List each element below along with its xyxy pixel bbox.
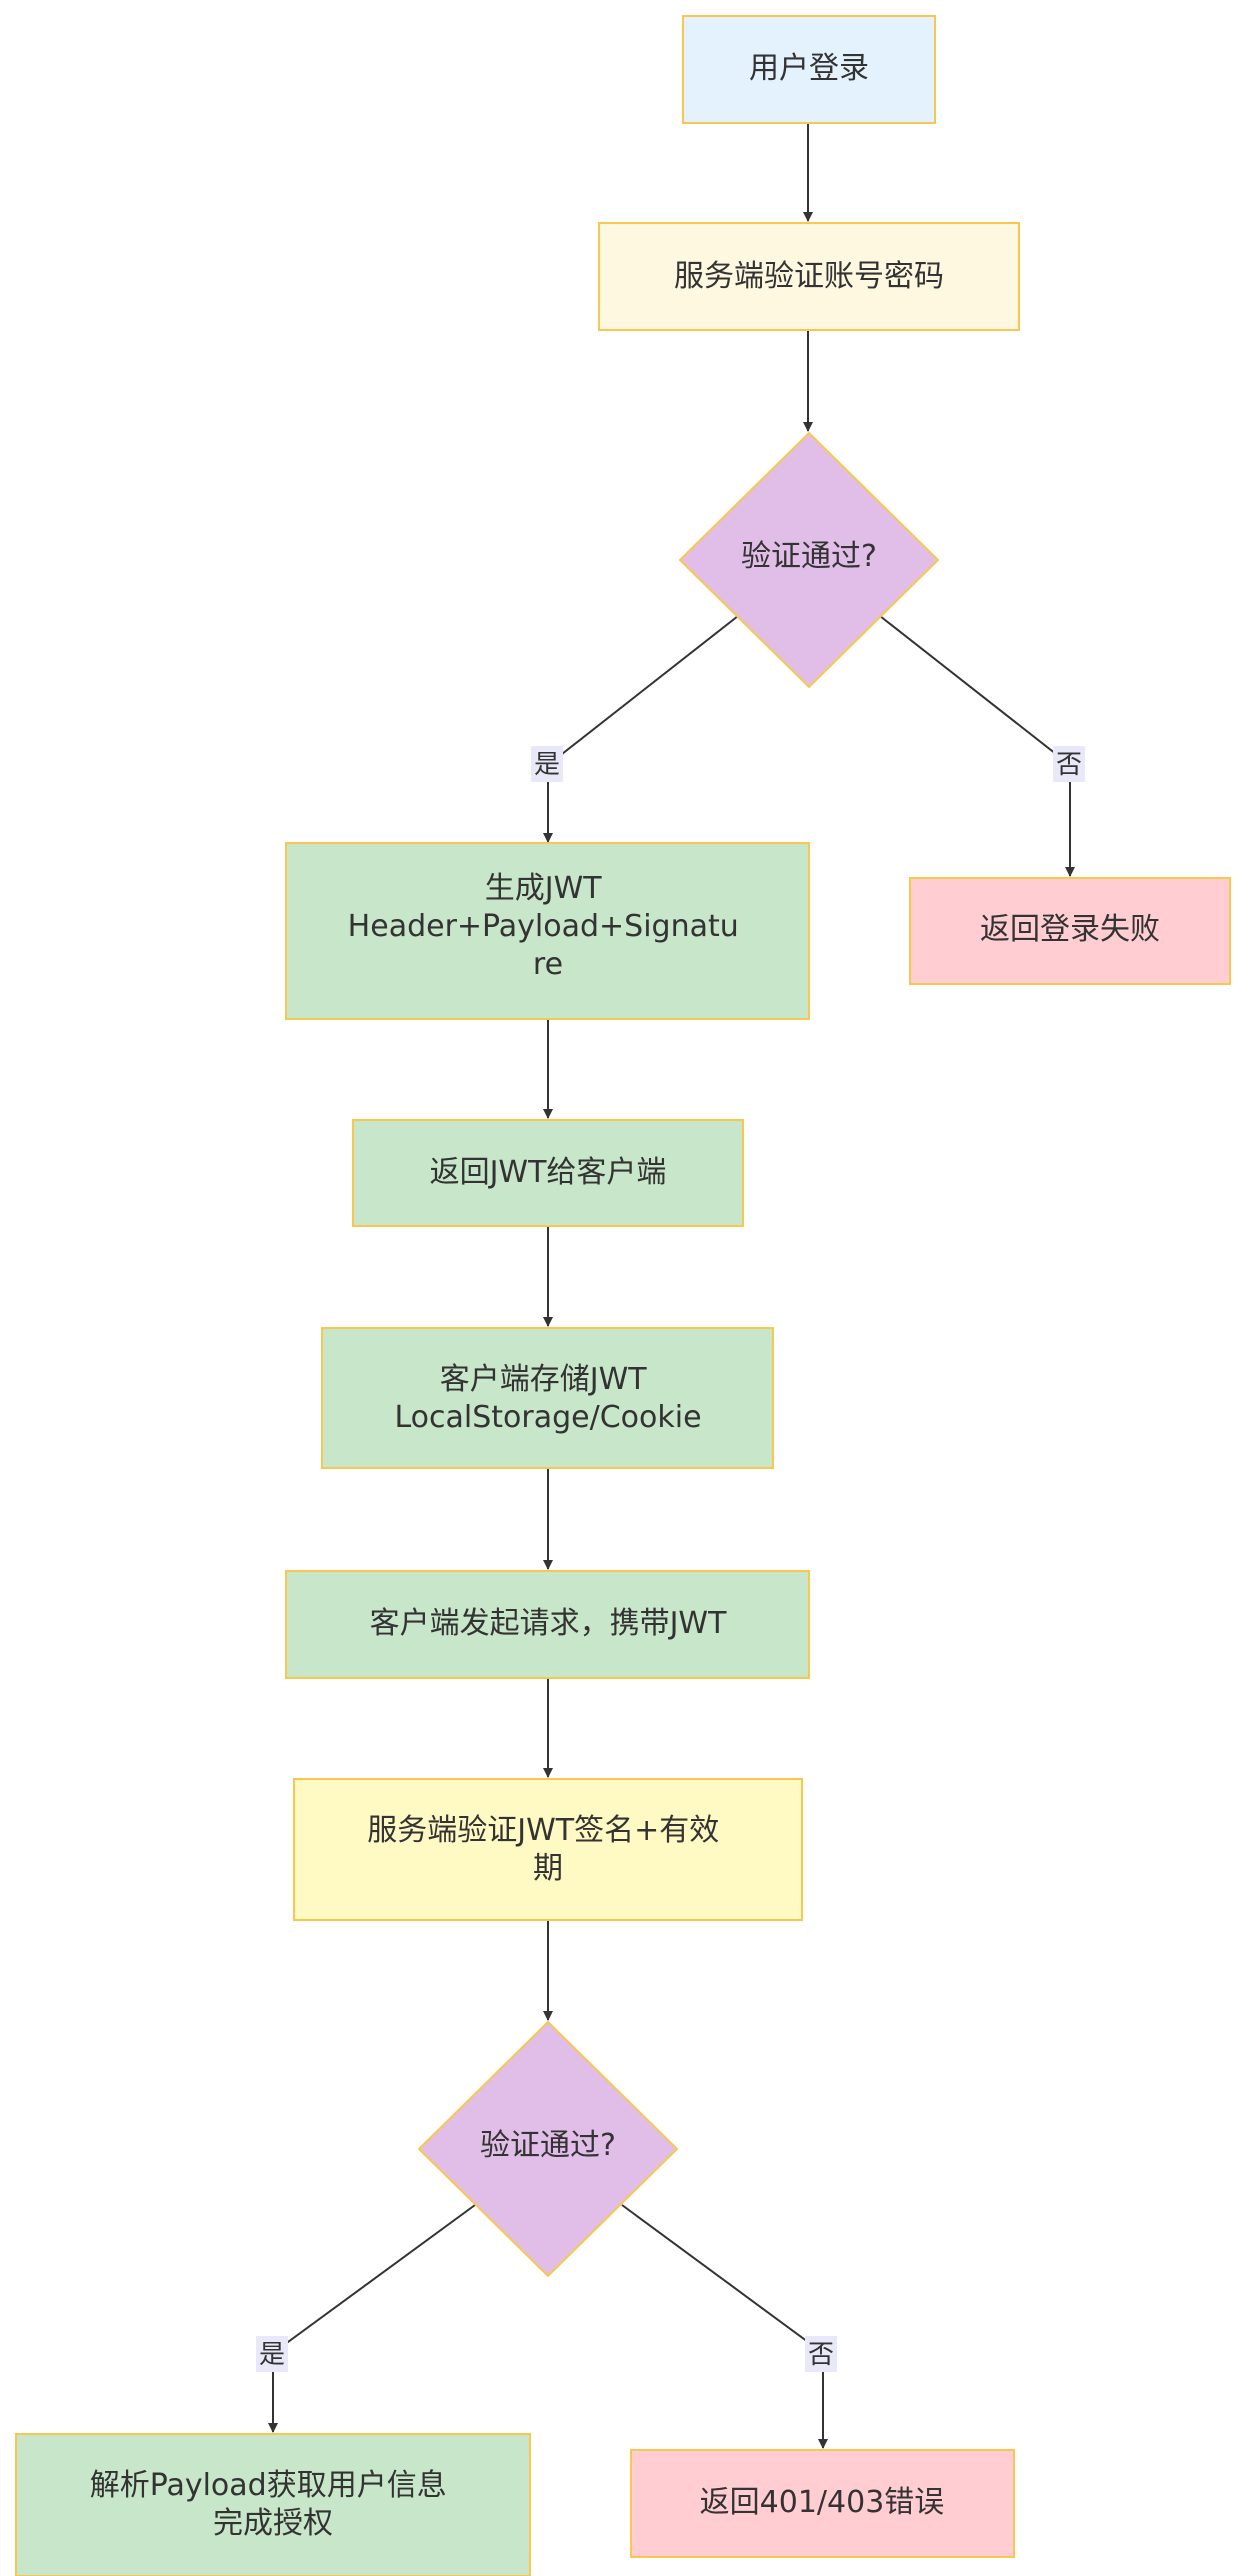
- node-user-login[interactable]: 用户登录: [682, 15, 936, 124]
- edge-labels: 是 否 是 否: [256, 746, 1085, 2372]
- node-client-store-jwt[interactable]: 客户端存储JWT LocalStorage/Cookie: [321, 1327, 774, 1469]
- node-client-send-request[interactable]: 客户端发起请求，携带JWT: [285, 1570, 810, 1679]
- node-login-failed-label: 返回登录失败: [980, 912, 1160, 947]
- node-return-error-label: 返回401/403错误: [700, 2485, 945, 2520]
- edge-label-yes-2: 是: [256, 2336, 288, 2372]
- node-return-error[interactable]: 返回401/403错误: [630, 2449, 1015, 2558]
- edges: [268, 123, 1075, 2449]
- node-user-login-label: 用户登录: [749, 51, 869, 86]
- edge-decision1-no: [879, 615, 1075, 877]
- node-parse-payload-label: 解析Payload获取用户信息 完成授权: [90, 2468, 457, 2541]
- nodes: 用户登录 服务端验证账号密码 验证通过? 生成JWT Header+Payloa…: [15, 15, 1231, 2576]
- node-decision-1[interactable]: 验证通过?: [678, 431, 940, 689]
- svg-text:是: 是: [259, 2340, 285, 2370]
- node-parse-payload[interactable]: 解析Payload获取用户信息 完成授权: [15, 2433, 531, 2576]
- node-server-verify-credentials-label: 服务端验证账号密码: [674, 259, 944, 294]
- edge-decision2-no: [621, 2204, 828, 2449]
- node-server-verify-jwt[interactable]: 服务端验证JWT签名+有效 期: [293, 1778, 803, 1921]
- node-server-verify-jwt-label: 服务端验证JWT签名+有效 期: [367, 1813, 729, 1886]
- edge-label-yes-1: 是: [531, 746, 563, 782]
- edge-label-no-2: 否: [805, 2336, 837, 2372]
- edge-decision1-yes: [543, 615, 739, 843]
- node-return-jwt[interactable]: 返回JWT给客户端: [352, 1119, 744, 1227]
- node-client-send-request-label: 客户端发起请求，携带JWT: [370, 1606, 728, 1641]
- node-login-failed[interactable]: 返回登录失败: [909, 877, 1231, 985]
- node-generate-jwt-label: 生成JWT Header+Payload+Signatu re: [348, 871, 749, 982]
- svg-text:是: 是: [534, 750, 560, 780]
- node-return-jwt-label: 返回JWT给客户端: [430, 1155, 667, 1190]
- svg-text:否: 否: [1056, 750, 1082, 780]
- svg-text:否: 否: [808, 2340, 834, 2370]
- node-generate-jwt[interactable]: 生成JWT Header+Payload+Signatu re: [285, 842, 810, 1020]
- node-decision-2[interactable]: 验证通过?: [417, 2020, 679, 2278]
- edge-decision2-yes: [268, 2204, 476, 2433]
- node-decision-2-label: 验证通过?: [480, 2128, 616, 2163]
- edge-label-no-1: 否: [1053, 746, 1085, 782]
- node-client-store-jwt-label: 客户端存储JWT LocalStorage/Cookie: [394, 1362, 701, 1435]
- node-decision-1-label: 验证通过?: [741, 539, 877, 574]
- node-server-verify-credentials[interactable]: 服务端验证账号密码: [598, 222, 1020, 331]
